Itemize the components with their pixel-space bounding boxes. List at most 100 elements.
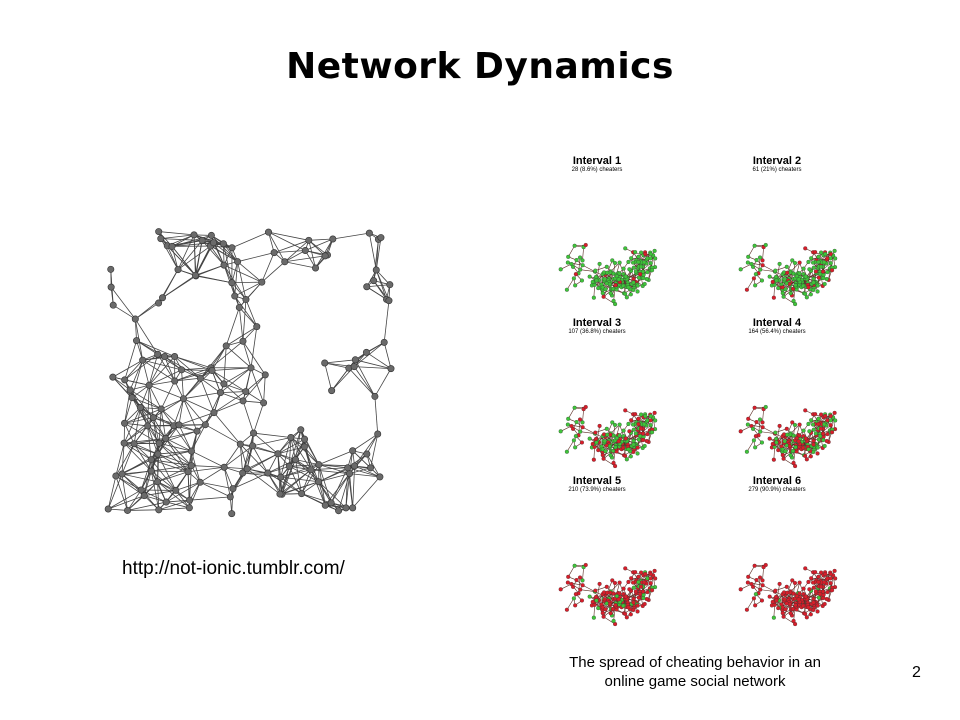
network-node bbox=[806, 447, 811, 452]
network-node bbox=[642, 281, 647, 287]
graph-edge bbox=[242, 400, 254, 434]
network-node bbox=[824, 438, 829, 444]
network-node bbox=[565, 260, 570, 265]
network-node bbox=[752, 243, 757, 248]
network-node bbox=[636, 254, 641, 259]
network-edge bbox=[825, 253, 833, 268]
network-node bbox=[790, 606, 796, 611]
network-node bbox=[776, 448, 781, 453]
network-node bbox=[645, 590, 650, 595]
interval-network bbox=[558, 404, 658, 469]
graph-node bbox=[250, 429, 258, 437]
network-node bbox=[636, 416, 641, 421]
graph-edge bbox=[195, 264, 225, 276]
graph-node bbox=[198, 236, 206, 244]
source-url[interactable]: http://not-ionic.tumblr.com/ bbox=[122, 558, 345, 579]
network-node bbox=[759, 598, 764, 603]
network-edge bbox=[593, 446, 595, 460]
graph-edge bbox=[191, 465, 225, 468]
network-node bbox=[628, 454, 633, 459]
network-node bbox=[797, 271, 802, 276]
network-node bbox=[602, 439, 607, 444]
graph-edge bbox=[195, 240, 203, 276]
network-edge bbox=[762, 247, 764, 261]
network-node bbox=[750, 584, 756, 589]
network-node bbox=[624, 457, 629, 462]
graph-edge bbox=[127, 509, 159, 511]
network-node bbox=[820, 269, 826, 274]
graph-node bbox=[137, 486, 145, 494]
graph-node bbox=[371, 392, 379, 400]
graph-node bbox=[228, 244, 236, 252]
graph-edge bbox=[143, 459, 152, 496]
network-node bbox=[643, 414, 648, 419]
network-node bbox=[643, 572, 648, 577]
graph-node bbox=[147, 456, 155, 464]
graph-edge bbox=[133, 443, 152, 460]
network-node bbox=[631, 280, 636, 285]
network-node bbox=[613, 603, 618, 608]
network-node bbox=[566, 416, 571, 421]
graph-node bbox=[154, 350, 162, 358]
graph-edge bbox=[127, 489, 142, 511]
network-edge bbox=[747, 565, 755, 577]
graph-node bbox=[124, 506, 132, 514]
network-node bbox=[611, 298, 616, 304]
graph-node bbox=[315, 478, 323, 486]
network-node bbox=[645, 418, 650, 423]
graph-edge bbox=[354, 359, 376, 397]
network-node bbox=[784, 281, 789, 286]
network-node bbox=[605, 432, 610, 437]
network-node bbox=[753, 445, 758, 450]
graph-edge bbox=[150, 459, 177, 491]
graph-node bbox=[121, 376, 129, 384]
graph-edge bbox=[157, 481, 190, 509]
graph-node bbox=[321, 501, 329, 509]
network-node bbox=[767, 274, 772, 279]
graph-node bbox=[321, 359, 329, 367]
graph-edge bbox=[153, 398, 184, 418]
graph-edge bbox=[205, 392, 221, 425]
network-node bbox=[801, 283, 806, 288]
graph-edge bbox=[290, 437, 296, 460]
network-node bbox=[565, 422, 570, 427]
network-edge bbox=[786, 260, 793, 273]
network-node bbox=[784, 264, 789, 269]
network-node bbox=[631, 265, 636, 270]
network-node bbox=[774, 278, 779, 283]
graph-edge bbox=[268, 231, 309, 241]
network-node bbox=[631, 585, 636, 590]
graph-edge bbox=[212, 367, 252, 371]
graph-node bbox=[140, 492, 148, 500]
graph-edge bbox=[174, 367, 212, 382]
network-node bbox=[636, 580, 641, 585]
graph-edge bbox=[177, 240, 203, 270]
graph-edge bbox=[295, 439, 305, 460]
network-node bbox=[648, 261, 653, 266]
graph-edge bbox=[267, 472, 302, 495]
graph-edge bbox=[124, 389, 131, 424]
network-node bbox=[818, 592, 823, 597]
graph-edge bbox=[113, 304, 136, 320]
network-node bbox=[639, 426, 644, 431]
graph-edge bbox=[121, 443, 125, 475]
graph-edge bbox=[193, 234, 224, 245]
network-node bbox=[771, 615, 776, 620]
graph-node bbox=[351, 462, 359, 470]
network-node bbox=[639, 250, 644, 255]
network-node bbox=[617, 591, 622, 596]
network-node bbox=[633, 570, 638, 575]
network-node bbox=[813, 269, 818, 274]
network-node bbox=[578, 587, 583, 592]
network-node bbox=[650, 430, 655, 435]
graph-edge bbox=[174, 356, 213, 371]
graph-edge bbox=[267, 465, 290, 474]
network-node bbox=[815, 603, 820, 608]
network-edge bbox=[610, 424, 620, 434]
network-node bbox=[815, 289, 820, 294]
graph-edge bbox=[240, 443, 279, 455]
network-node bbox=[781, 614, 786, 619]
graph-edge bbox=[129, 389, 162, 410]
network-node bbox=[832, 568, 837, 573]
network-node bbox=[648, 581, 653, 586]
